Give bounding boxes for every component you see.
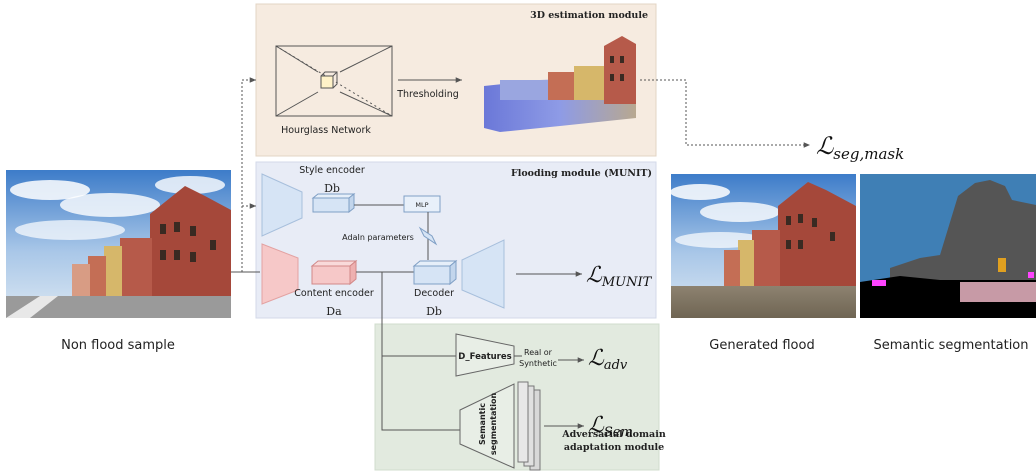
content-code-block bbox=[310, 259, 358, 286]
content-encoder-label: Content encoder bbox=[294, 288, 374, 299]
mlp-label: MLP bbox=[415, 201, 428, 209]
adversarial-module-box bbox=[374, 323, 660, 471]
caption-non-flood: Non flood sample bbox=[61, 338, 175, 353]
style-encoder-trapezoid bbox=[261, 173, 303, 237]
hourglass-label: Hourglass Network bbox=[281, 125, 371, 136]
semantic-segmentation-network-icon bbox=[459, 381, 541, 471]
content-to-adversarial-line bbox=[381, 272, 470, 431]
semantic-segmentation-image bbox=[860, 174, 1036, 318]
point-cloud-image bbox=[484, 36, 636, 132]
seg-mask-dotted-path bbox=[640, 79, 810, 148]
hourglass-network-icon bbox=[275, 45, 393, 117]
decoder-trapezoid bbox=[461, 239, 505, 309]
d-features-label: D_Features bbox=[458, 352, 511, 362]
loss-sem: ℒSem bbox=[588, 413, 633, 440]
adversarial-module-title-1: Adversarial domain bbox=[561, 429, 666, 440]
mlp-box bbox=[403, 195, 441, 213]
flooding-module-box bbox=[255, 161, 657, 319]
real-synthetic-label-1: Real or bbox=[524, 348, 553, 357]
adversarial-module-title-2: adaptation module bbox=[564, 442, 664, 453]
decoder-domain-label: Db bbox=[426, 305, 442, 318]
input-dotted-path bbox=[241, 77, 256, 272]
loss-munit: ℒMUNIT bbox=[586, 263, 653, 290]
adain-label: AdaIn parameters bbox=[342, 233, 414, 242]
content-encoder-trapezoid bbox=[261, 243, 299, 305]
generated-flood-image bbox=[670, 174, 856, 318]
decoder-code-block bbox=[412, 259, 458, 286]
real-synthetic-label-2: Synthetic bbox=[519, 359, 557, 368]
caption-semantic-segmentation: Semantic segmentation bbox=[874, 338, 1029, 353]
estimation-module-title: 3D estimation module bbox=[530, 10, 648, 21]
style-code-block bbox=[311, 192, 356, 214]
semseg-network-label-2: segmentation bbox=[489, 393, 498, 456]
content-domain-label: Da bbox=[326, 305, 342, 318]
semseg-network-label-1: Semantic bbox=[478, 403, 487, 445]
adain-parameters-icon bbox=[418, 226, 438, 246]
caption-generated-flood: Generated flood bbox=[709, 338, 814, 353]
flooding-module-title: Flooding module (MUNIT) bbox=[511, 168, 652, 179]
thresholding-label: Thresholding bbox=[396, 89, 459, 100]
style-domain-label: Db bbox=[324, 182, 340, 195]
loss-seg-mask: ℒseg,mask bbox=[816, 132, 904, 163]
decoder-label: Decoder bbox=[414, 288, 454, 299]
loss-adv: ℒadv bbox=[588, 346, 628, 373]
non-flood-image bbox=[6, 170, 231, 318]
style-encoder-label: Style encoder bbox=[299, 165, 365, 176]
d-features-trapezoid bbox=[455, 333, 515, 377]
